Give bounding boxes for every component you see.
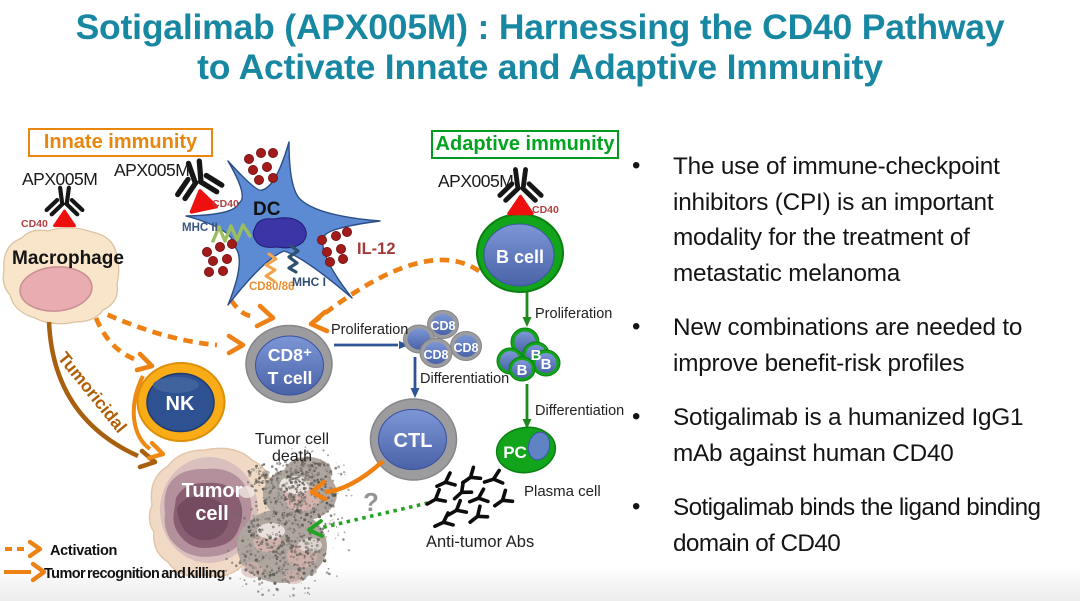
svg-text:APX005M: APX005M	[438, 171, 513, 191]
svg-text:IL-12: IL-12	[357, 240, 396, 258]
svg-text:MHC II: MHC II	[182, 222, 218, 234]
svg-text:?: ?	[363, 487, 379, 517]
svg-text:CD8: CD8	[453, 341, 478, 355]
svg-text:Activation: Activation	[50, 543, 117, 559]
svg-text:Tumor: Tumor	[182, 480, 243, 502]
svg-text:Proliferation: Proliferation	[331, 322, 408, 338]
svg-text:Anti-tumor Abs: Anti-tumor Abs	[426, 533, 534, 551]
svg-text:B: B	[541, 356, 552, 373]
svg-text:Tumor recognition and killing: Tumor recognition and killing	[44, 566, 225, 582]
svg-text:B: B	[517, 362, 528, 379]
svg-text:Macrophage: Macrophage	[12, 248, 124, 269]
svg-text:T cell: T cell	[268, 368, 313, 388]
svg-text:B: B	[531, 347, 542, 364]
svg-text:DC: DC	[253, 199, 281, 220]
svg-text:Plasma cell: Plasma cell	[524, 483, 601, 500]
svg-text:NK: NK	[166, 393, 195, 415]
svg-text:CD40: CD40	[532, 204, 559, 216]
svg-text:APX005M: APX005M	[22, 169, 97, 189]
svg-text:CD80/86: CD80/86	[249, 281, 294, 293]
svg-text:Tumor cell: Tumor cell	[255, 431, 329, 448]
svg-text:B cell: B cell	[496, 247, 544, 267]
svg-text:CD40: CD40	[212, 198, 239, 210]
svg-text:CD8: CD8	[430, 319, 455, 333]
svg-text:CD8: CD8	[423, 348, 448, 362]
svg-text:CD8⁺: CD8⁺	[268, 345, 312, 365]
svg-text:death: death	[272, 448, 312, 465]
svg-text:cell: cell	[195, 503, 228, 525]
svg-text:Proliferation: Proliferation	[535, 306, 612, 322]
svg-text:MHC I: MHC I	[292, 275, 326, 289]
svg-text:CTL: CTL	[394, 430, 433, 452]
svg-text:Differentiation: Differentiation	[420, 371, 509, 387]
svg-text:CD40: CD40	[21, 218, 48, 230]
svg-text:Differentiation: Differentiation	[535, 403, 624, 419]
svg-text:PC: PC	[503, 443, 527, 462]
svg-text:APX005M: APX005M	[114, 160, 189, 180]
